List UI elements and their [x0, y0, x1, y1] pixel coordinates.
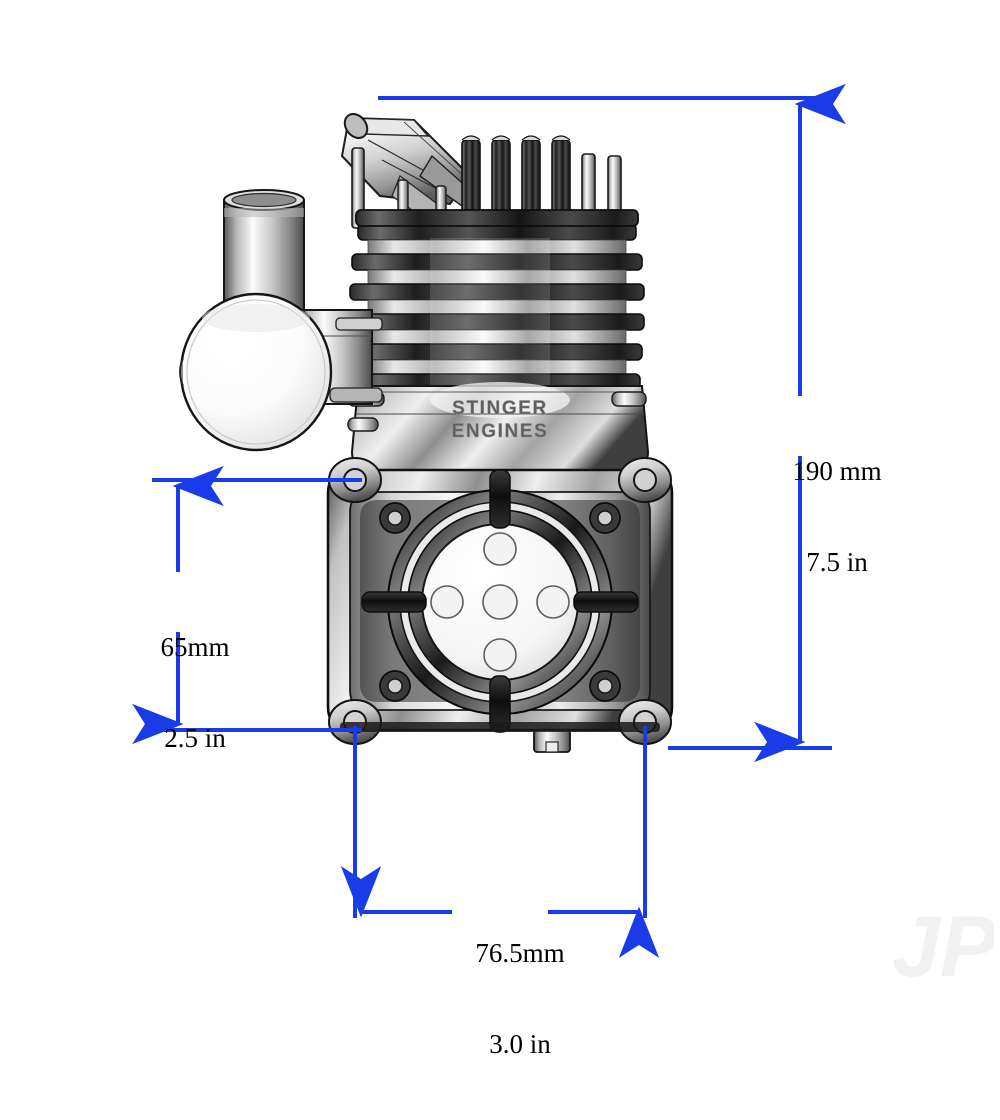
technical-drawing-canvas: STINGER ENGINES [120, 83, 994, 1060]
dimension-annotations [132, 83, 846, 958]
dimension-mounting-height [132, 465, 362, 745]
dimension-label-mounting-width: 76.5mm 3.0 in [400, 878, 640, 1120]
dimension-label-overall-height: 190 mm 7.5 in [742, 396, 932, 638]
height-imperial-value: 7.5 in [806, 547, 868, 578]
depth-metric-value: 65mm [160, 632, 230, 663]
backplate-bolt-bosses [379, 502, 621, 702]
height-metric-value: 190 mm [792, 456, 882, 487]
dimension-label-mounting-height: 65mm 2.5 in [120, 572, 270, 814]
dimension-overall-height [378, 83, 846, 763]
cylinder-lower-body: STINGER ENGINES [347, 382, 650, 471]
width-metric-value: 76.5mm [475, 938, 565, 969]
intake-and-carburettor [179, 189, 383, 452]
width-imperial-value: 3.0 in [489, 1029, 551, 1060]
depth-imperial-value: 2.5 in [164, 723, 226, 754]
engine-brand-line1: STINGER [452, 398, 548, 419]
dimension-mounting-width [340, 726, 660, 958]
hub-bolt-circle [430, 532, 570, 672]
engine-brand-line2: ENGINES [452, 421, 549, 442]
